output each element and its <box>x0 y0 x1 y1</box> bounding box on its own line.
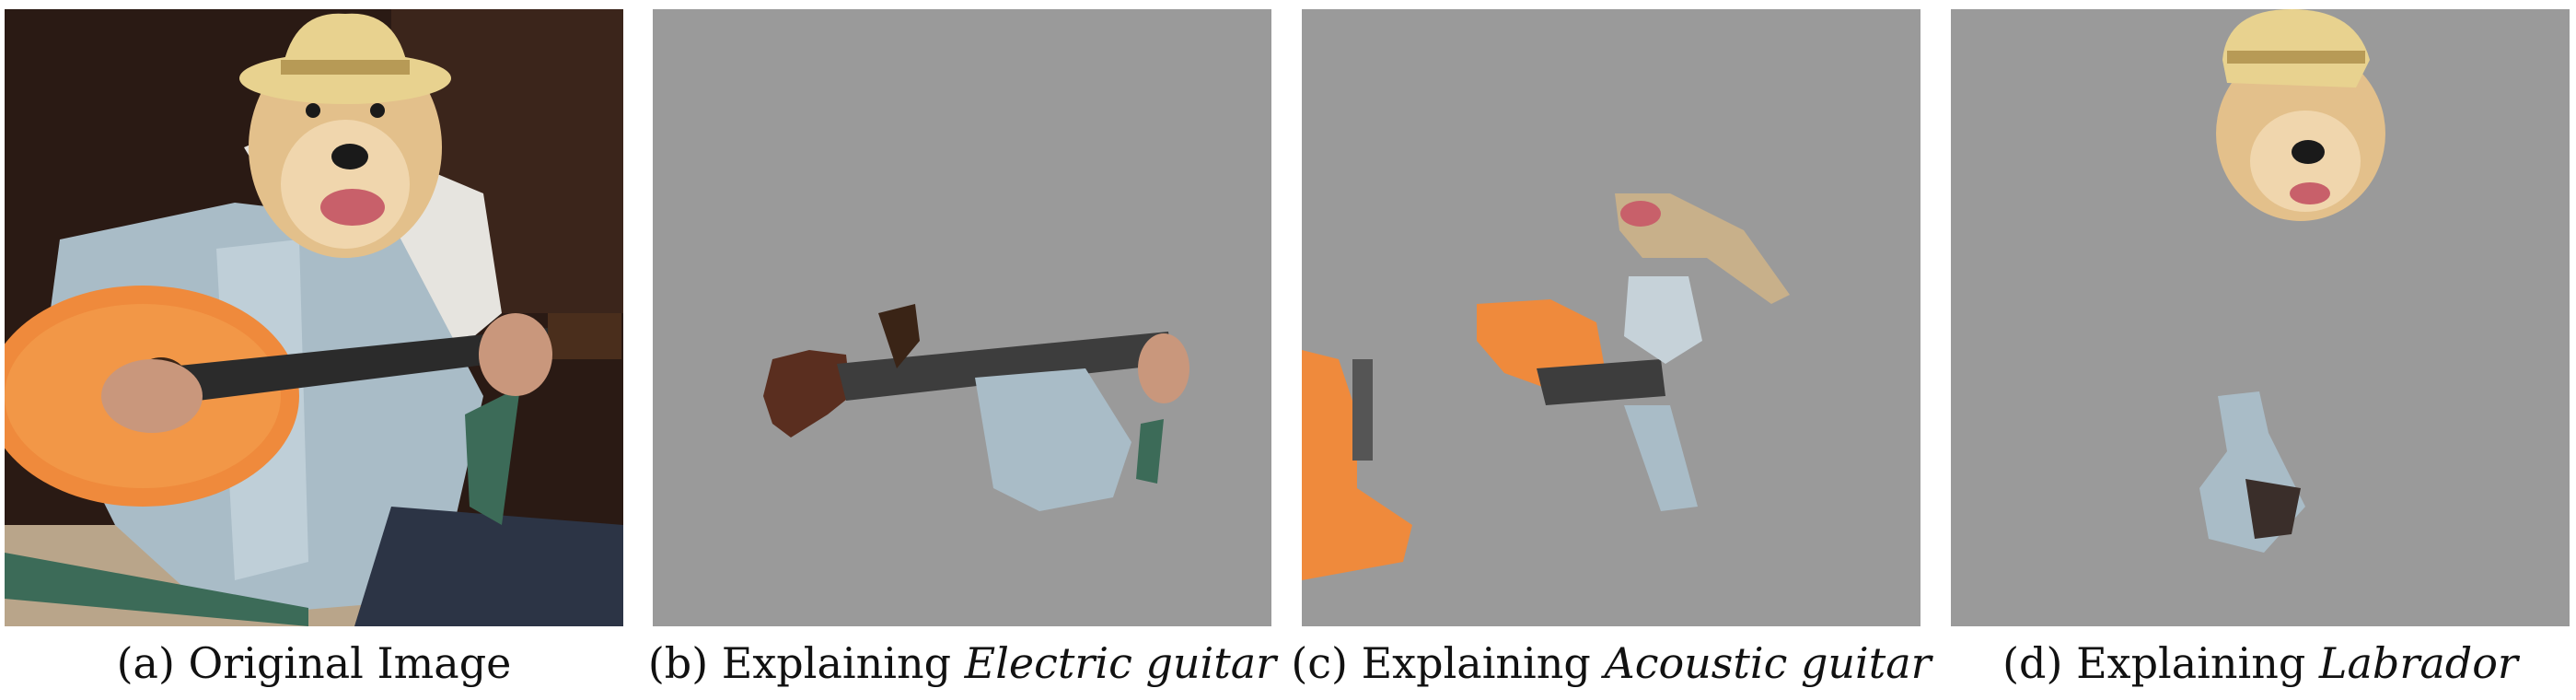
caption-b-prefix: (b) Explaining <box>647 638 965 688</box>
caption-b-class-name: Electric guitar <box>964 638 1277 688</box>
caption-c-class-name: Acoustic guitar <box>1604 638 1932 688</box>
caption-d-class-name: Labrador <box>2318 638 2518 688</box>
electric-guitar-explanation-panel <box>653 9 1271 626</box>
labrador-mask-image <box>1951 9 2570 626</box>
original-image-panel <box>5 9 623 626</box>
electric-guitar-mask-image <box>653 9 1271 626</box>
original-image <box>5 9 623 626</box>
acoustic-guitar-mask-image <box>1302 9 1920 626</box>
caption-d-prefix: (d) Explaining <box>2002 638 2319 688</box>
acoustic-guitar-explanation-panel <box>1302 9 1920 626</box>
caption-labrador: (d) Explaining Labrador <box>1938 636 2576 691</box>
caption-acoustic-guitar: (c) Explaining Acoustic guitar <box>1289 636 1933 691</box>
caption-electric-guitar: (b) Explaining Electric guitar <box>635 636 1289 691</box>
labrador-explanation-panel <box>1951 9 2570 626</box>
caption-original-image: (a) Original Image <box>5 636 623 691</box>
caption-a-text: (a) Original Image <box>116 638 512 688</box>
caption-c-prefix: (c) Explaining <box>1291 638 1605 688</box>
